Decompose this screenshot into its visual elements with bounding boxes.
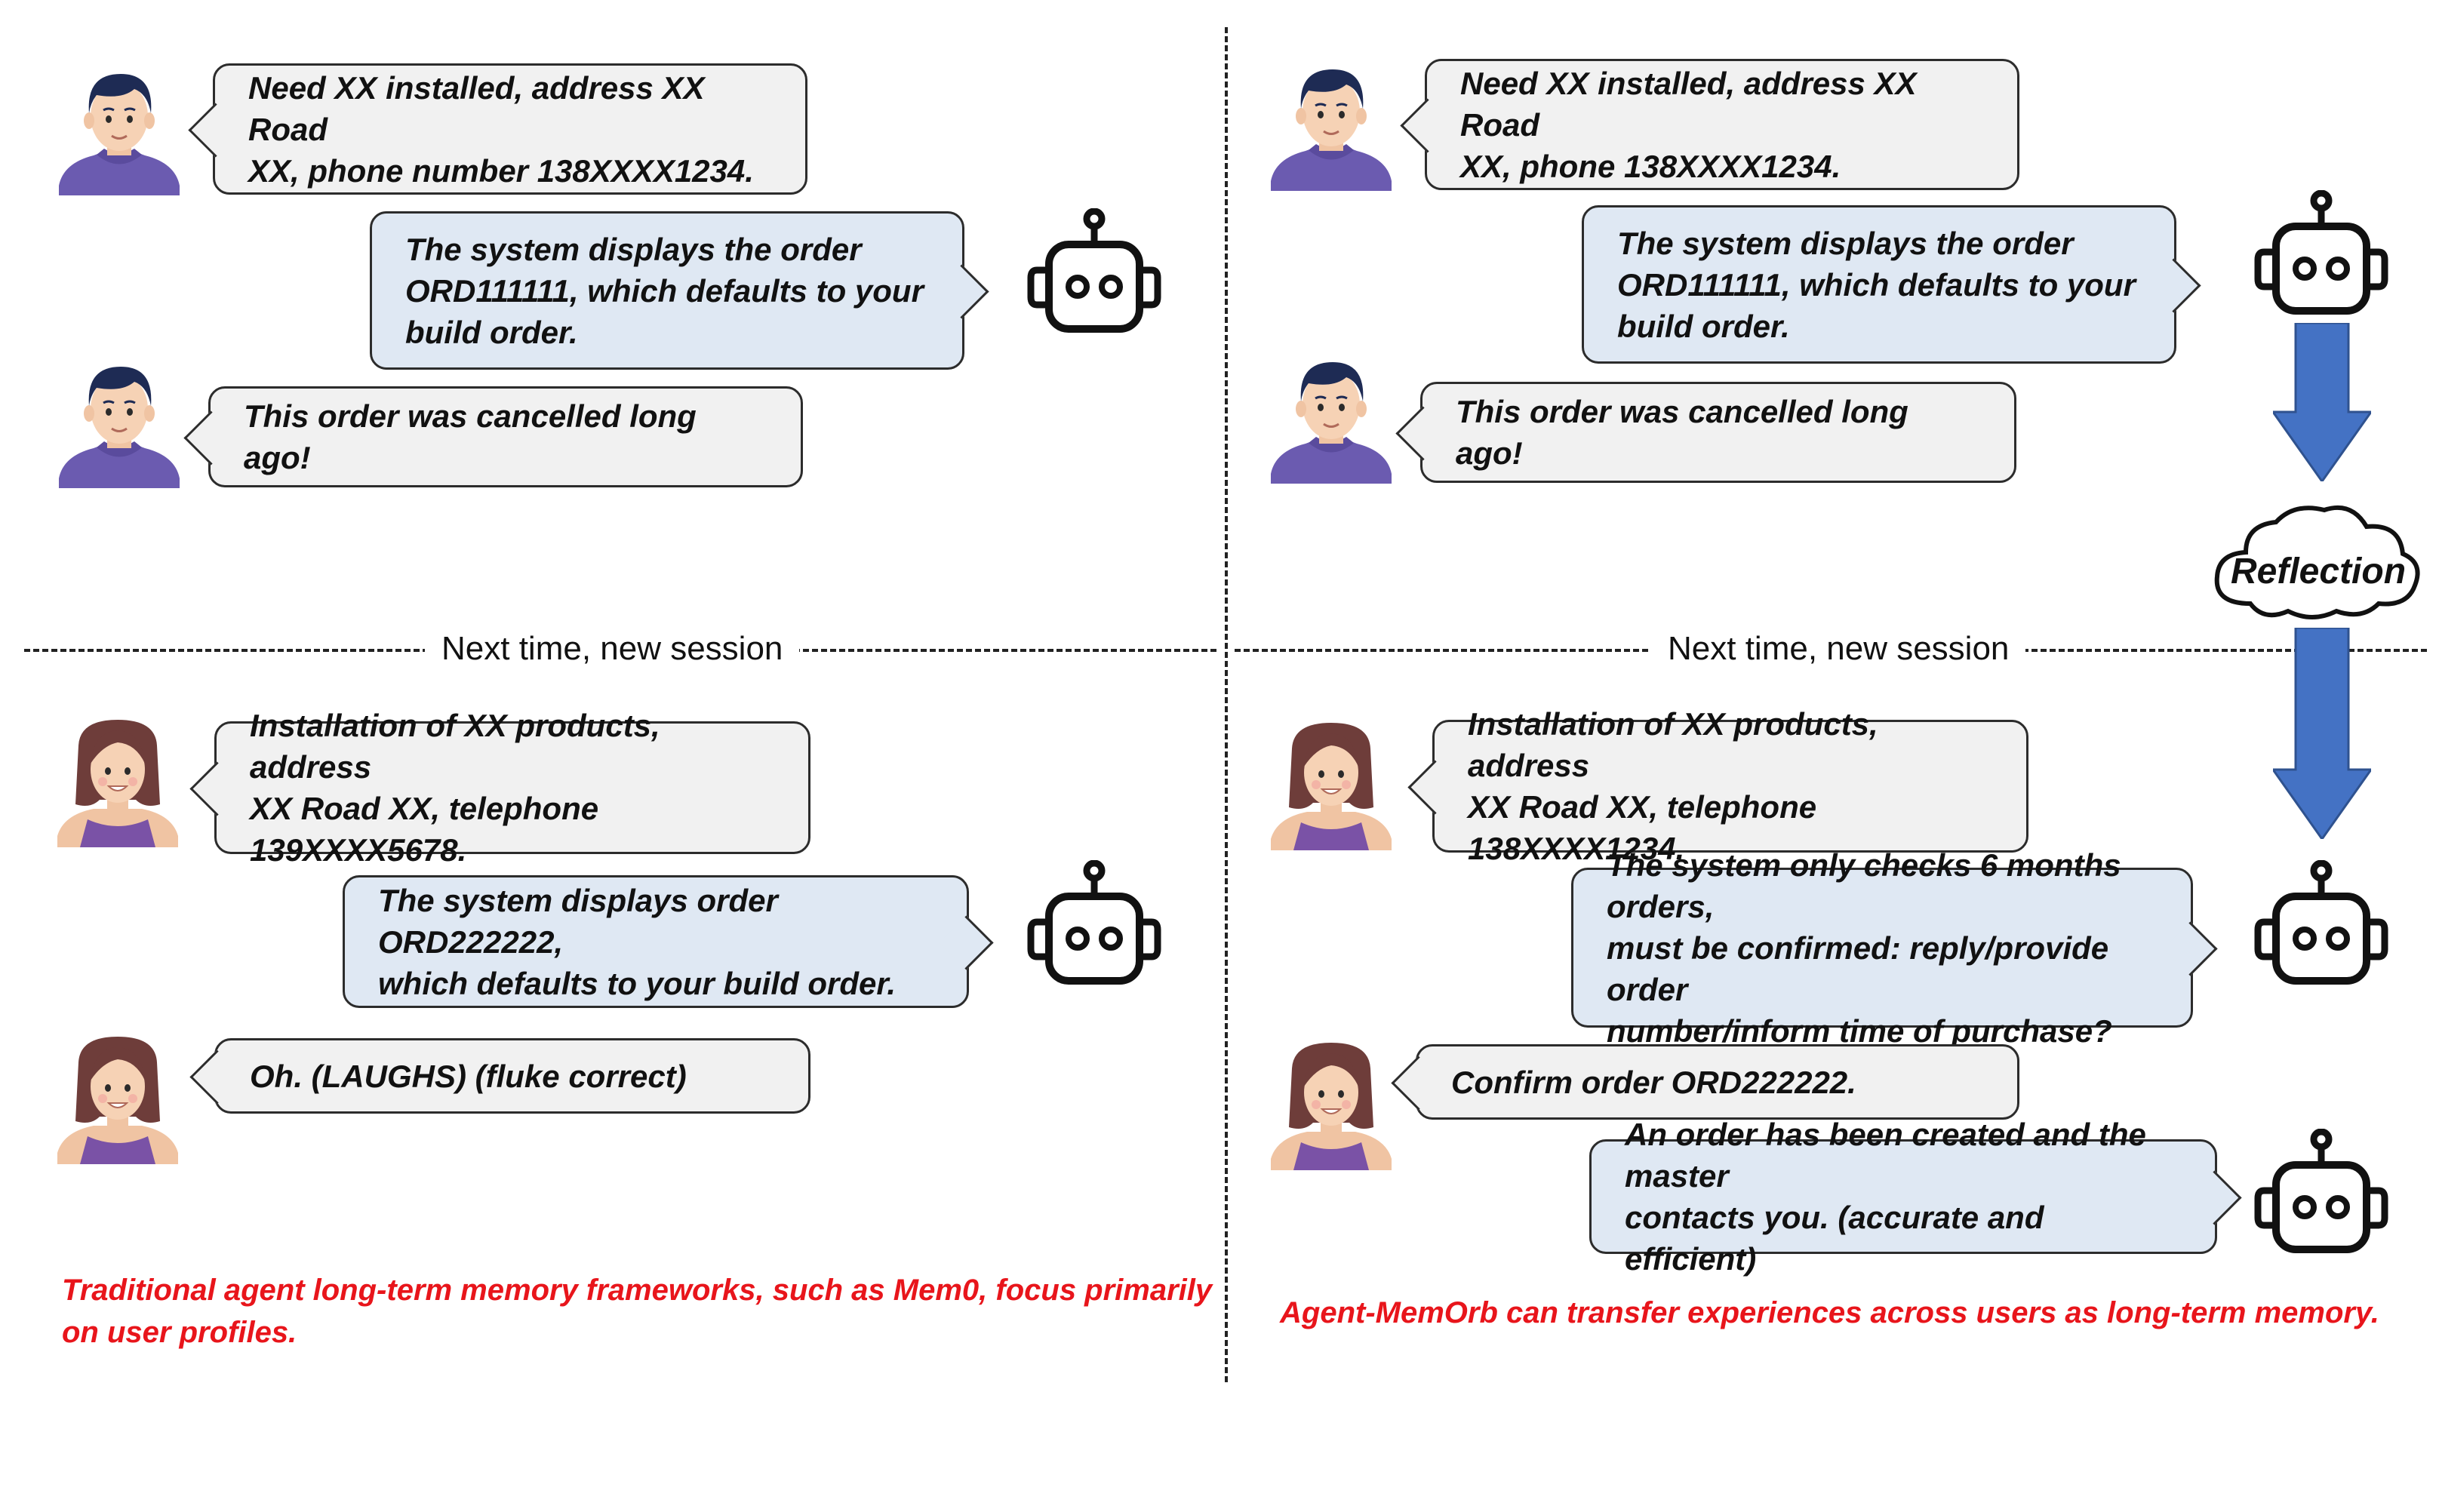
message-text: The system displays the order ORD111111,… (1617, 225, 2136, 344)
female-user-avatar-icon (57, 715, 178, 847)
left-user-message-2: This order was cancelled long ago! (183, 386, 803, 487)
vertical-divider (1225, 27, 1228, 1382)
speech-tail (188, 103, 243, 158)
message-text: Need XX installed, address XX Road XX, p… (1460, 65, 1917, 184)
male-user-avatar-icon (1271, 59, 1392, 191)
right-session-separator: Next time, new session (1651, 629, 2026, 668)
speech-tail (934, 264, 989, 319)
speech-tail (2146, 258, 2201, 313)
message-text: The system displays order ORD222222, whi… (378, 882, 897, 1001)
left-user-message-4: Oh. (LAUGHS) (fluke correct) (189, 1038, 810, 1114)
message-text: Installation of XX products, address XX … (1468, 706, 1878, 866)
speech-tail (189, 1049, 245, 1105)
reflection-label: Reflection (2231, 552, 2407, 592)
right-caption: Agent-MemOrb can transfer experiences ac… (1280, 1296, 2379, 1329)
message-text: Need XX installed, address XX Road XX, p… (248, 69, 754, 189)
cloud-icon (2214, 505, 2420, 619)
robot-icon (2253, 190, 2389, 326)
male-user-avatar-icon (1271, 352, 1392, 484)
speech-tail (189, 761, 245, 816)
right-user-message-3: Installation of XX products, address XX … (1407, 706, 2028, 866)
speech-tail (1400, 98, 1455, 153)
right-user-message-4: Confirm order ORD222222. (1391, 1044, 2019, 1120)
robot-icon (1026, 208, 1162, 344)
right-bot-message-3: An order has been created and the master… (1589, 1117, 2242, 1277)
message-text: Installation of XX products, address XX … (250, 708, 660, 868)
message-text: Oh. (LAUGHS) (fluke correct) (250, 1058, 687, 1094)
female-user-avatar-icon (1271, 718, 1392, 850)
right-bot-message-2: The system only checks 6 months orders, … (1571, 847, 2218, 1049)
right-user-message-1: Need XX installed, address XX Road XX, p… (1400, 59, 2019, 190)
speech-tail (183, 410, 238, 466)
down-arrow-icon (2273, 323, 2371, 481)
message-text: The system only checks 6 months orders, … (1607, 847, 2121, 1049)
speech-tail (1395, 406, 1450, 461)
female-user-avatar-icon (57, 1032, 178, 1164)
down-arrow-icon (2273, 628, 2371, 839)
left-caption: Traditional agent long-term memory frame… (62, 1274, 1213, 1349)
speech-tail (2163, 921, 2218, 976)
message-text: The system displays the order ORD111111,… (405, 231, 924, 350)
speech-tail (2187, 1170, 2242, 1225)
speech-tail (1407, 760, 1462, 815)
robot-icon (2253, 860, 2389, 996)
robot-icon (1026, 860, 1162, 996)
right-bot-message-1: The system displays the order ORD111111,… (1582, 205, 2201, 364)
left-user-message-3: Installation of XX products, address XX … (189, 708, 810, 868)
left-session-separator: Next time, new session (425, 629, 800, 668)
left-bot-message-2: The system displays order ORD222222, whi… (343, 875, 994, 1008)
robot-icon (2253, 1129, 2389, 1265)
message-text: Confirm order ORD222222. (1451, 1064, 1856, 1100)
message-text: This order was cancelled long ago! (1456, 394, 1908, 471)
male-user-avatar-icon (59, 63, 180, 195)
speech-tail (1391, 1056, 1446, 1111)
message-text: An order has been created and the master… (1625, 1117, 2146, 1277)
female-user-avatar-icon (1271, 1038, 1392, 1170)
speech-tail (939, 915, 994, 970)
left-user-message-1: Need XX installed, address XX Road XX, p… (188, 63, 807, 195)
left-bot-message-1: The system displays the order ORD111111,… (370, 211, 989, 370)
message-text: This order was cancelled long ago! (244, 398, 697, 475)
male-user-avatar-icon (59, 356, 180, 488)
right-user-message-2: This order was cancelled long ago! (1395, 382, 2016, 483)
